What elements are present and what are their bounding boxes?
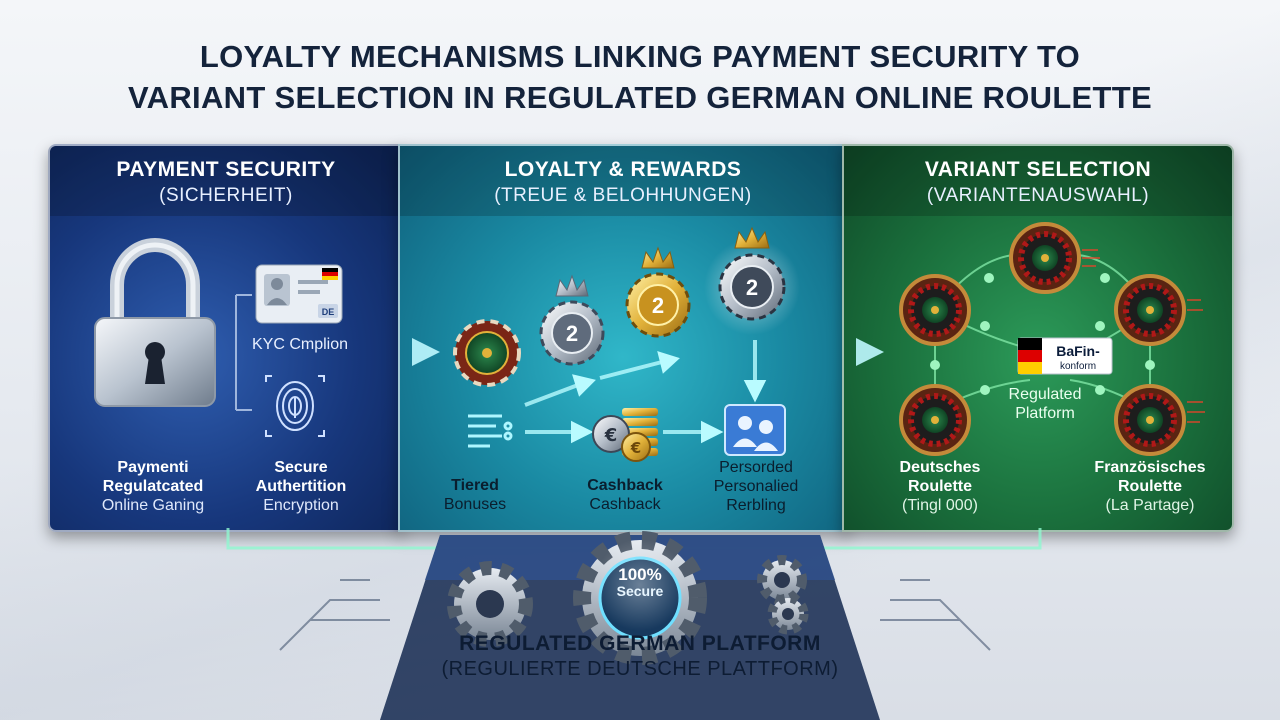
secure-badge-line2: Secure	[617, 583, 664, 599]
motion-streaks	[1082, 249, 1205, 423]
roulette-wheel-icon	[1114, 384, 1186, 456]
roulette-wheel-icon	[899, 274, 971, 346]
platform-title: REGULATED GERMAN PLATFORM	[459, 632, 821, 655]
loyalty-rewards-subheading: (TREUE & BELOHHUNGEN)	[494, 185, 752, 206]
variant-selection-header: VARIANT SELECTION (VARIANTENAUSWAHL)	[844, 146, 1232, 216]
label-line: Encryption	[263, 497, 339, 514]
crown-icon	[641, 246, 675, 269]
platinum-chip-icon	[718, 253, 786, 321]
label-line: Roulette	[908, 478, 972, 495]
gear-icon	[767, 593, 809, 635]
secure-badge-line1: 100%	[618, 565, 661, 584]
circuit-lines	[279, 579, 991, 651]
coin-stack-icon: € €	[592, 408, 658, 462]
roulette-wheel-icon	[1114, 274, 1186, 346]
secure-glow	[594, 539, 686, 631]
variant-selection-subheading: (VARIANTENAUSWAHL)	[926, 185, 1150, 206]
label-line: Persorded	[719, 459, 793, 476]
silver-chip-icon	[539, 300, 605, 366]
card-badge: DE	[322, 307, 335, 317]
label-line: Roulette	[1118, 478, 1182, 495]
svg-text:€: €	[630, 439, 641, 457]
payment-security-heading: PAYMENT SECURITY	[116, 158, 336, 181]
cashback-label: Cashback Cashback	[570, 476, 680, 514]
label-line: Französisches	[1094, 459, 1206, 476]
german-flag-icon	[1018, 338, 1042, 350]
tiered-bonuses-label: Tiered Bonuses	[420, 476, 530, 514]
page-title: LOYALTY MECHANISMS LINKING PAYMENT SECUR…	[0, 36, 1280, 118]
label-line: Regulated	[1008, 386, 1082, 403]
title-line-1: LOYALTY MECHANISMS LINKING PAYMENT SECUR…	[199, 39, 1081, 74]
bafin-badge	[1017, 337, 1113, 375]
label-line: Cashback	[587, 477, 663, 494]
regulated-platform-label: Regulated Platform	[990, 385, 1100, 423]
label-line: Authertition	[255, 478, 347, 495]
label-line: Secure	[274, 459, 328, 476]
bafin-badge-line1: BaFin-	[1056, 343, 1100, 359]
casino-chip-icon	[453, 319, 521, 387]
deutsches-roulette-label: Deutsches Roulette (Tingl 000)	[870, 458, 1010, 515]
kyc-label: KYC Cmplion	[252, 336, 348, 353]
network-nodes	[930, 273, 1155, 395]
label-line: Online Ganing	[101, 497, 205, 514]
label-line: Paymenti	[117, 459, 189, 476]
payment-security-header: PAYMENT SECURITY (SICHERHEIT)	[50, 146, 402, 216]
gold-chip-icon	[625, 272, 691, 338]
title-line-2: VARIANT SELECTION IN REGULATED GERMAN ON…	[128, 80, 1152, 115]
label-line: Tiered	[451, 477, 499, 494]
label-line: Deutsches	[899, 459, 981, 476]
payment-security-subheading: (SICHERHEIT)	[159, 185, 293, 206]
roulette-wheel-icon	[899, 384, 971, 456]
variant-selection-heading: VARIANT SELECTION	[924, 158, 1152, 181]
secure-encryption-label: Secure Authertition Encryption	[226, 458, 376, 515]
padlock-icon	[94, 238, 216, 407]
loyalty-rewards-heading: LOYALTY & REWARDS	[504, 158, 742, 181]
platinum-chip-digit: 2	[746, 275, 758, 300]
franzoesisches-roulette-label: Französisches Roulette (La Partage)	[1075, 458, 1225, 515]
label-line: Rerbling	[726, 497, 786, 514]
roulette-wheel-icon	[1009, 222, 1081, 294]
payment-regulated-label: Paymenti Regulatcated Online Ganing	[78, 458, 228, 515]
label-line: Bonuses	[443, 496, 507, 513]
gear-icon	[757, 555, 807, 605]
crown-icon	[734, 226, 770, 249]
progression-arrows	[524, 340, 767, 444]
gear-icon	[447, 561, 533, 647]
fingerprint-icon	[265, 375, 325, 437]
silver-chip-digit: 2	[566, 321, 578, 346]
loyalty-rewards-header: LOYALTY & REWARDS (TREUE & BELOHHUNGEN)	[400, 146, 846, 216]
platform-subtitle: (REGULIERTE DEUTSCHE PLATTFORM)	[441, 658, 839, 680]
arrow-head-1	[412, 338, 440, 366]
id-card-icon	[255, 264, 343, 324]
arrow-head-2	[856, 338, 884, 366]
gold-chip-digit: 2	[652, 293, 664, 318]
label-line: Platform	[1015, 405, 1075, 422]
bafin-badge-line2: konform	[1060, 361, 1096, 372]
tiered-bonuses-icon	[468, 414, 513, 448]
svg-text:€: €	[604, 425, 618, 446]
label-line: (La Partage)	[1105, 497, 1195, 514]
label-line: Cashback	[589, 496, 661, 513]
crown-icon	[555, 274, 589, 297]
label-line: (Tingl 000)	[902, 497, 978, 514]
personalized-rewards-label: Persorded Personalied Rerbling	[694, 458, 818, 515]
label-line: Personalied	[713, 478, 799, 495]
bracket-connector	[235, 294, 252, 411]
users-icon	[724, 404, 786, 456]
label-line: Regulatcated	[102, 478, 204, 495]
